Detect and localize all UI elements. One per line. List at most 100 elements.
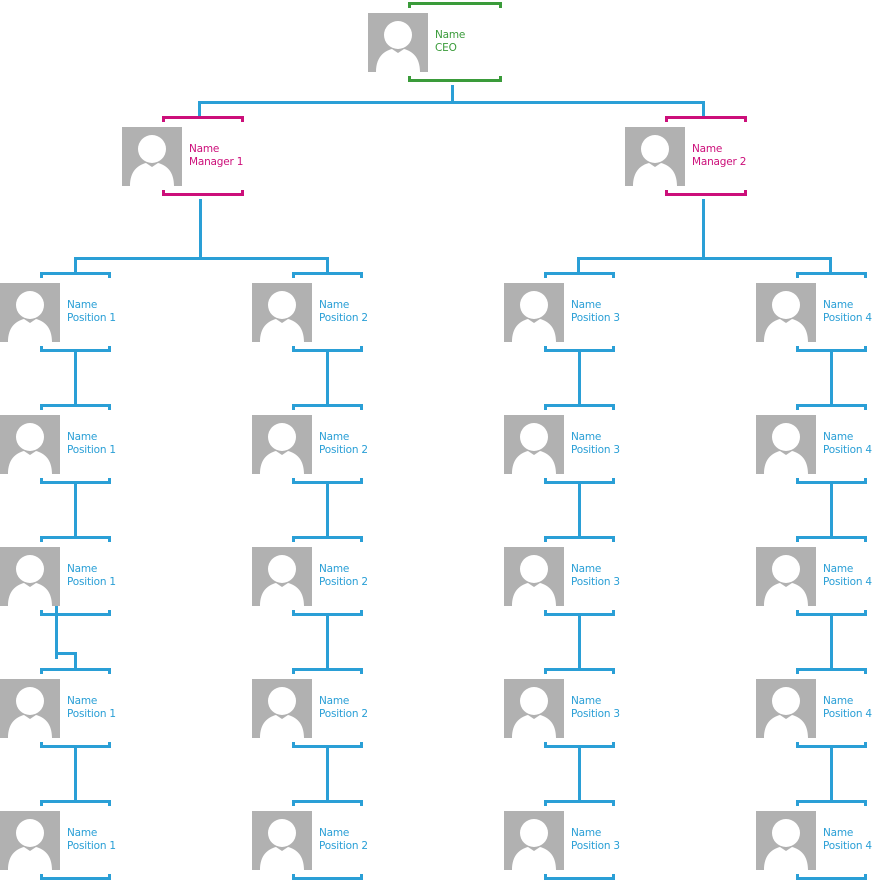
person-title: Position 3	[571, 312, 620, 324]
avatar-placeholder-icon	[252, 679, 312, 738]
person-name: Name	[319, 431, 350, 443]
bracket-bottom	[544, 874, 615, 880]
person-silhouette-icon	[764, 555, 808, 606]
person-title: Position 3	[571, 840, 620, 852]
person-name: Name	[823, 563, 854, 575]
bracket-bottom	[796, 742, 867, 748]
avatar-placeholder-icon	[504, 547, 564, 606]
avatar-placeholder-icon	[252, 547, 312, 606]
person-name: Name	[319, 827, 350, 839]
person-title: Position 4	[823, 708, 872, 720]
bracket-bottom	[292, 874, 363, 880]
connector-line	[451, 85, 454, 102]
person-title: Position 4	[823, 840, 872, 852]
bracket-bottom	[796, 478, 867, 484]
bracket-top	[796, 404, 867, 410]
bracket-top	[665, 116, 747, 122]
person-title: Position 1	[67, 312, 116, 324]
person-name: Name	[67, 827, 98, 839]
person-silhouette-icon	[260, 687, 304, 738]
person-silhouette-icon	[764, 687, 808, 738]
connector-line	[199, 199, 202, 259]
avatar-placeholder-icon	[756, 283, 816, 342]
avatar-placeholder-icon	[756, 811, 816, 870]
person-title: Position 3	[571, 444, 620, 456]
connector-line	[577, 257, 580, 272]
person-name: Name	[67, 431, 98, 443]
person-silhouette-icon	[260, 555, 304, 606]
person-name: Name	[67, 695, 98, 707]
connector-line	[74, 652, 77, 668]
person-title: CEO	[435, 42, 457, 54]
person-name: Name	[67, 299, 98, 311]
person-title: Manager 1	[189, 156, 244, 168]
person-silhouette-icon	[633, 135, 677, 186]
bracket-bottom	[40, 478, 111, 484]
person-name: Name	[823, 695, 854, 707]
bracket-bottom	[292, 610, 363, 616]
avatar-placeholder-icon	[504, 811, 564, 870]
bracket-top	[292, 404, 363, 410]
person-title: Position 2	[319, 840, 368, 852]
avatar-placeholder-icon	[0, 679, 60, 738]
bracket-top	[292, 800, 363, 806]
bracket-top	[40, 404, 111, 410]
connector-line	[55, 652, 77, 655]
avatar-placeholder-icon	[0, 283, 60, 342]
avatar-placeholder-icon	[756, 679, 816, 738]
bracket-bottom	[40, 742, 111, 748]
person-name: Name	[319, 563, 350, 575]
avatar-placeholder-icon	[252, 415, 312, 474]
avatar-placeholder-icon	[504, 679, 564, 738]
bracket-top	[40, 668, 111, 674]
bracket-bottom	[796, 610, 867, 616]
connector-line	[55, 606, 58, 659]
person-title: Position 4	[823, 312, 872, 324]
bracket-top	[796, 800, 867, 806]
avatar-placeholder-icon	[625, 127, 685, 186]
person-silhouette-icon	[764, 291, 808, 342]
person-name: Name	[692, 143, 723, 155]
person-silhouette-icon	[260, 819, 304, 870]
person-title: Manager 2	[692, 156, 747, 168]
bracket-bottom	[544, 742, 615, 748]
connector-line	[578, 484, 581, 536]
avatar-placeholder-icon	[0, 415, 60, 474]
bracket-bottom	[292, 346, 363, 352]
person-title: Position 1	[67, 576, 116, 588]
connector-line	[830, 748, 833, 800]
bracket-bottom	[796, 346, 867, 352]
person-silhouette-icon	[512, 687, 556, 738]
person-silhouette-icon	[8, 819, 52, 870]
person-name: Name	[823, 431, 854, 443]
bracket-bottom	[665, 190, 747, 196]
person-silhouette-icon	[130, 135, 174, 186]
person-silhouette-icon	[260, 291, 304, 342]
connector-line	[326, 748, 329, 800]
bracket-bottom	[544, 610, 615, 616]
person-silhouette-icon	[512, 291, 556, 342]
person-silhouette-icon	[512, 555, 556, 606]
avatar-placeholder-icon	[368, 13, 428, 72]
person-name: Name	[319, 695, 350, 707]
bracket-top	[796, 668, 867, 674]
person-name: Name	[571, 431, 602, 443]
connector-line	[578, 748, 581, 800]
